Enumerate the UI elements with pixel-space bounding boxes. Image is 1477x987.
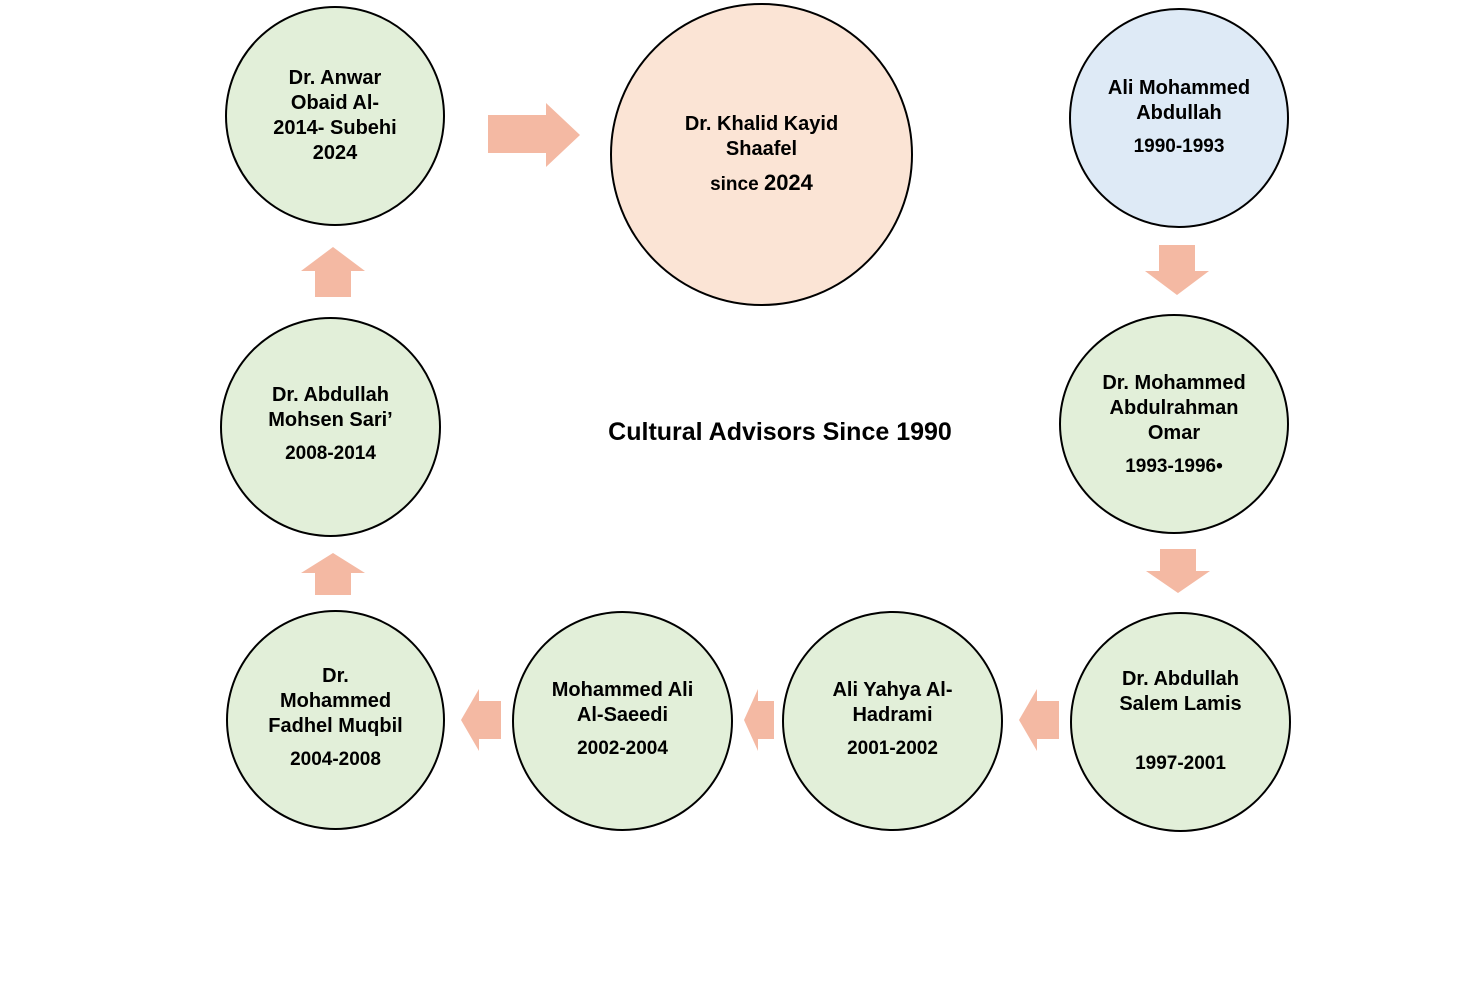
advisor-name: Mohammed Ali Al-Saeedi [551, 679, 694, 726]
advisor-node-abdullah-mohsen-sari: Dr. Abdullah Mohsen Sari’ 2008-2014 [220, 317, 441, 537]
advisor-node-mohammed-ali-al-saeedi: Mohammed Ali Al-Saeedi 2002-2004 [512, 611, 733, 831]
since-label: since [710, 174, 759, 195]
advisor-name: Dr. Khalid Kayid Shaafel [684, 113, 839, 160]
advisor-node-abdullah-salem-lamis: Dr. Abdullah Salem Lamis 1997-2001 [1070, 612, 1291, 832]
up-arrow-2 [301, 247, 365, 297]
advisor-years: 2001-2002 [847, 738, 938, 759]
advisor-name: Dr. Abdullah Mohsen Sari’ [268, 384, 393, 431]
advisor-years: 1997-2001 [1135, 753, 1226, 774]
advisor-name: Ali Mohammed Abdullah [1107, 77, 1251, 124]
down-arrow-1 [1145, 245, 1209, 295]
advisor-node-khalid-kayid-shaafel: Dr. Khalid Kayid Shaafel since 2024 [610, 3, 913, 306]
advisor-years: 2004-2008 [290, 749, 381, 770]
left-arrow-1 [1019, 689, 1059, 751]
advisor-name: Dr. Abdullah Salem Lamis [1119, 668, 1242, 715]
advisor-name: Dr. Anwar Obaid Al- 2014- Subehi 2024 [273, 67, 397, 164]
advisor-years: 2008-2014 [285, 443, 376, 464]
advisor-node-ali-mohammed-abdullah: Ali Mohammed Abdullah 1990-1993 [1069, 8, 1289, 228]
down-arrow-2 [1146, 549, 1210, 593]
advisor-years: since 2024 [710, 170, 813, 197]
advisor-node-mohammed-abdulrahman-omar: Dr. Mohammed Abdulrahman Omar 1993-1996• [1059, 314, 1289, 534]
left-arrow-2 [744, 689, 774, 751]
left-arrow-3 [461, 689, 501, 751]
advisor-node-mohammed-fadhel-muqbil: Dr. Mohammed Fadhel Muqbil 2004-2008 [226, 610, 445, 830]
advisor-name: Dr. Mohammed Abdulrahman Omar [1102, 372, 1246, 444]
advisor-years: 1990-1993 [1133, 136, 1225, 157]
advisor-name: Ali Yahya Al- Hadrami [832, 679, 953, 726]
diagram-title: Cultural Advisors Since 1990 [608, 418, 952, 446]
advisor-years: 2002-2004 [577, 738, 668, 759]
advisor-node-anwar-obaid-al-subehi: Dr. Anwar Obaid Al- 2014- Subehi 2024 [225, 6, 445, 226]
advisor-node-ali-yahya-al-hadrami: Ali Yahya Al- Hadrami 2001-2002 [782, 611, 1003, 831]
up-arrow-1 [301, 553, 365, 595]
advisor-name: Dr. Mohammed Fadhel Muqbil [268, 665, 403, 737]
right-arrow-to-current [488, 103, 580, 167]
since-year: 2024 [763, 170, 813, 195]
advisor-years: 1993-1996• [1125, 456, 1223, 477]
